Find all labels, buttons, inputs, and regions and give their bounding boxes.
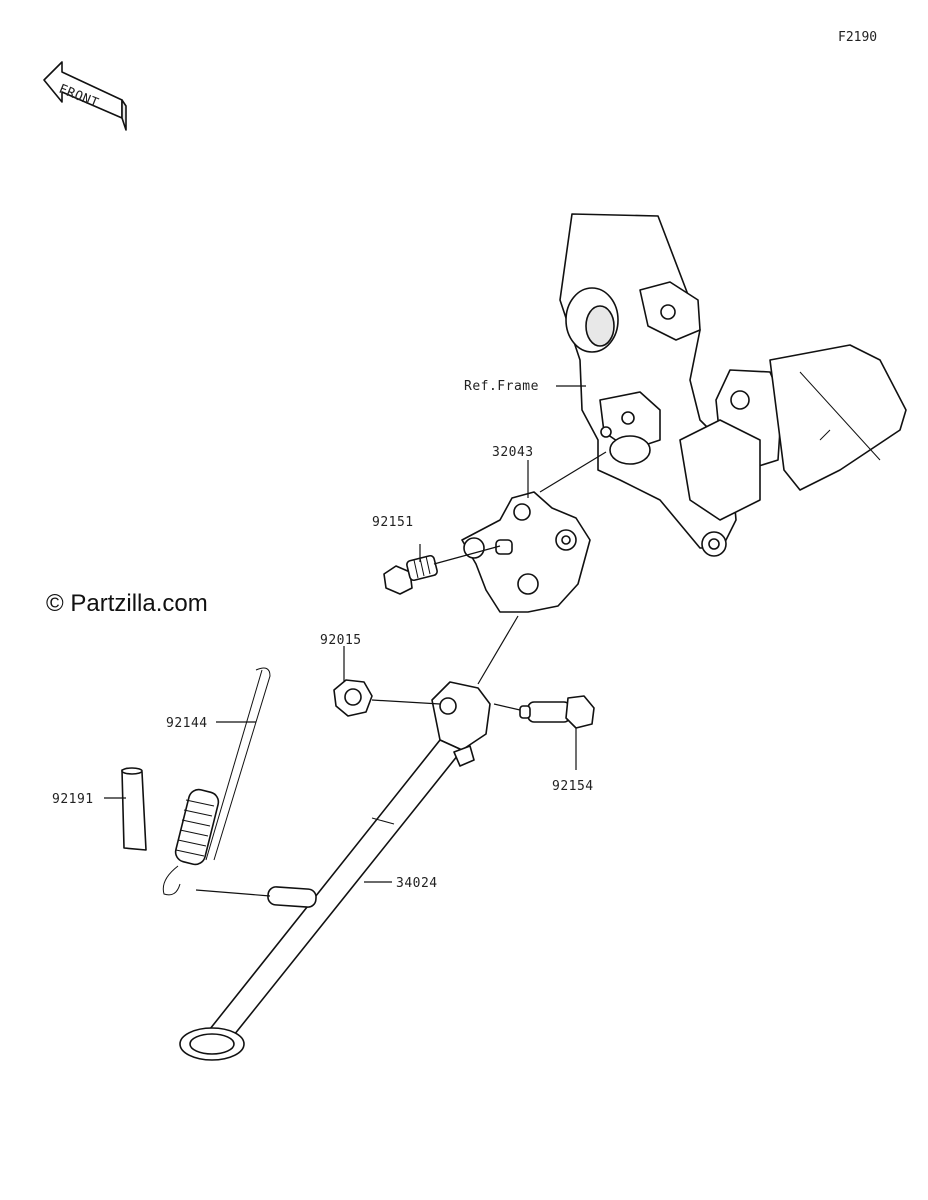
sidestand-34024 (179, 681, 491, 1061)
label-34024: 34024 (396, 876, 438, 891)
label-92144: 92144 (166, 716, 208, 731)
label-92151: 92151 (372, 515, 414, 530)
label-ref-frame: Ref.Frame (464, 379, 539, 394)
figure-code: F2190 (838, 30, 878, 45)
bolt-92151 (383, 554, 438, 595)
bracket-32043 (461, 491, 591, 613)
frame-illustration (559, 213, 907, 557)
label-92191: 92191 (52, 792, 94, 807)
bolt-92154 (519, 695, 595, 729)
copyright-watermark: © Partzilla.com (46, 590, 208, 617)
label-32043: 32043 (492, 445, 534, 460)
label-92154: 92154 (552, 779, 594, 794)
sleeve-92191 (121, 767, 147, 851)
spring-pin (267, 886, 317, 908)
leader-lines (104, 385, 607, 897)
nut-92015 (333, 679, 373, 717)
spring-92144 (162, 667, 271, 896)
label-92015: 92015 (320, 633, 362, 648)
front-arrow-icon: FRONT (43, 61, 127, 131)
